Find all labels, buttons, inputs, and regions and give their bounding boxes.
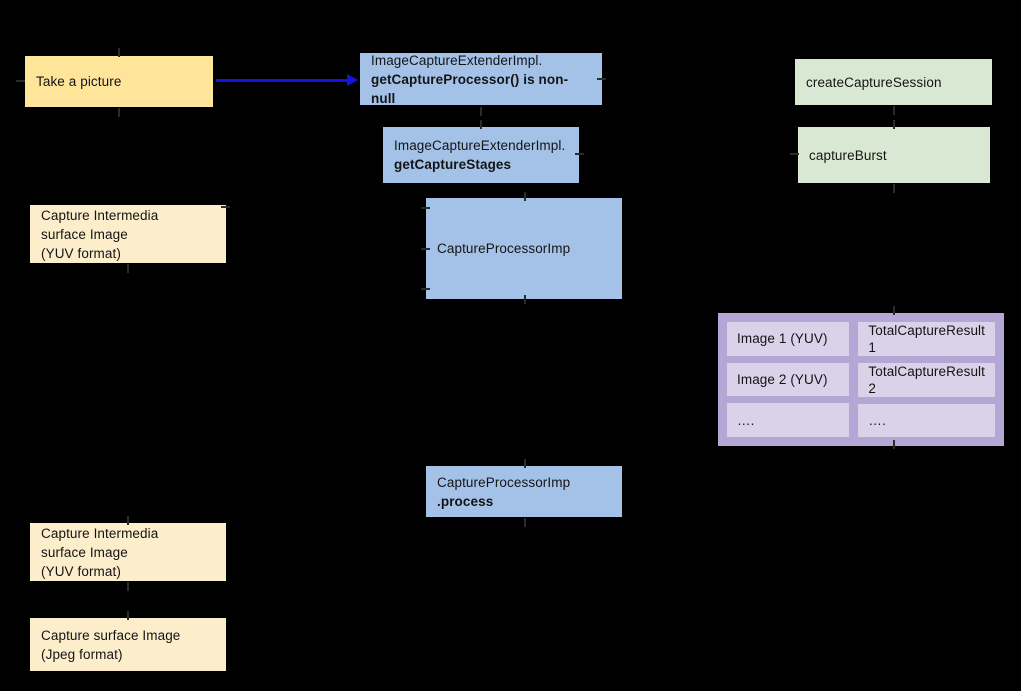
grid-cell-image[interactable]: …. <box>727 403 850 438</box>
node-line-1: Capture Intermedia <box>41 525 159 541</box>
node-capture-processor-imp[interactable]: CaptureProcessorImp <box>426 198 622 299</box>
node-line-3: (YUV format) <box>41 563 121 579</box>
connector-handle-icon <box>597 78 606 80</box>
connector-handle-icon <box>575 153 584 155</box>
connector-handle-icon <box>480 120 482 129</box>
node-line-2: .process <box>437 493 494 509</box>
results-grid-column-results: TotalCaptureResult 1 TotalCaptureResult … <box>858 322 995 437</box>
arrow-head-icon <box>347 74 358 86</box>
node-line-1: Capture surface Image <box>41 627 181 643</box>
connector-handle-icon <box>127 264 129 273</box>
node-get-capture-stages[interactable]: ImageCaptureExtenderImpl. getCaptureStag… <box>383 127 579 183</box>
node-line-2: surface Image <box>41 544 128 560</box>
connector-handle-icon <box>421 207 430 209</box>
node-capture-burst[interactable]: captureBurst <box>798 127 990 183</box>
node-capture-intermedia-surface-top[interactable]: Capture Intermedia surface Image (YUV fo… <box>30 205 226 263</box>
connector-handle-icon <box>893 440 895 449</box>
grid-cell-result[interactable]: TotalCaptureResult 1 <box>858 322 995 356</box>
node-line-3: (YUV format) <box>41 245 121 261</box>
results-grid-column-images: Image 1 (YUV) Image 2 (YUV) …. <box>727 322 850 438</box>
node-create-capture-session[interactable]: createCaptureSession <box>795 59 992 105</box>
connector-handle-icon <box>421 288 430 290</box>
connector-handle-icon <box>118 48 120 57</box>
node-line-2: getCaptureStages <box>394 157 512 172</box>
node-take-a-picture[interactable]: Take a picture <box>25 56 213 107</box>
connector-handle-icon <box>524 459 526 468</box>
node-capture-intermedia-surface-bottom[interactable]: Capture Intermedia surface Image (YUV fo… <box>30 523 226 581</box>
node-get-capture-processor[interactable]: ImageCaptureExtenderImpl. getCaptureProc… <box>360 52 602 106</box>
connector-handle-icon <box>524 192 526 201</box>
node-line-2: surface Image <box>41 226 128 242</box>
connector-handle-icon <box>127 582 129 591</box>
connector-handle-icon <box>16 80 25 82</box>
grid-cell-image[interactable]: Image 1 (YUV) <box>727 322 850 356</box>
connector-handle-icon <box>893 306 895 315</box>
connector-handle-icon <box>893 184 895 193</box>
node-capture-burst-label: captureBurst <box>809 147 887 163</box>
connector-handle-icon <box>524 295 526 304</box>
connector-handle-icon <box>893 120 895 129</box>
connector-handle-icon <box>524 518 526 527</box>
connector-take-picture-to-get-capture-processor <box>216 78 349 82</box>
node-line-1: ImageCaptureExtenderImpl. <box>371 52 543 68</box>
node-capture-processor-imp-label: CaptureProcessorImp <box>437 241 571 256</box>
connector-handle-icon <box>421 248 430 250</box>
node-capture-processor-process[interactable]: CaptureProcessorImp .process <box>426 466 622 517</box>
grid-cell-result[interactable]: …. <box>858 404 995 437</box>
connector-handle-icon <box>893 106 895 115</box>
connector-handle-icon <box>127 516 129 525</box>
connector-handle-icon <box>790 153 799 155</box>
node-line-1: CaptureProcessorImp <box>437 474 571 490</box>
node-line-2: getCaptureProcessor() is non-null <box>371 71 569 106</box>
node-capture-surface-jpeg[interactable]: Capture surface Image (Jpeg format) <box>30 618 226 671</box>
node-line-2: (Jpeg format) <box>41 646 123 662</box>
node-create-capture-session-label: createCaptureSession <box>806 74 942 90</box>
grid-cell-image[interactable]: Image 2 (YUV) <box>727 362 850 397</box>
node-line-1: ImageCaptureExtenderImpl. <box>394 138 566 153</box>
connector-handle-icon <box>118 108 120 117</box>
connector-handle-icon <box>221 206 230 208</box>
connector-handle-icon <box>127 611 129 620</box>
grid-cell-result[interactable]: TotalCaptureResult 2 <box>858 363 995 397</box>
connector-handle-icon <box>480 107 482 116</box>
results-grid: Image 1 (YUV) Image 2 (YUV) …. TotalCapt… <box>718 313 1004 446</box>
node-line-1: Capture Intermedia <box>41 207 159 223</box>
node-take-a-picture-label: Take a picture <box>36 74 122 89</box>
